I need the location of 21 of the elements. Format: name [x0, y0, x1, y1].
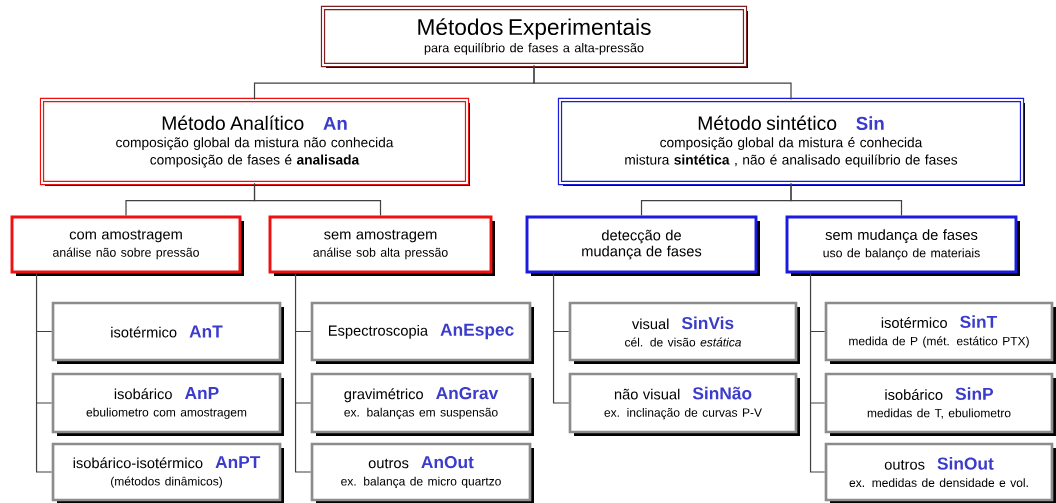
technique-box: isotérmico SinT medida de P (mét. estático PTX): [824, 301, 1056, 364]
title-box: Métodos Experimentais para equilíbrio de fases a alta-pressão: [320, 5, 748, 68]
method-box: Método sintético Sin composição global da mistura é conhecida mistura sintética , não é analisado equilíbrio de fases: [557, 97, 1025, 186]
technique-box: não visual SinNão ex. inclinação de curvas P-V: [568, 372, 800, 436]
method-box: Método Analítico An composição global da mistura não conhecida composição de fases é analisada: [39, 97, 470, 186]
connector-line: [790, 183, 903, 217]
technique-box: outros AnOut ex. balança de micro quartzo: [310, 442, 534, 503]
technique-box: isobárico SinP medidas de T, ebuliometro: [824, 372, 1056, 436]
technique-box: visual SinVis cél. de visão estática: [568, 301, 800, 364]
technique-box: isobárico-isotérmico AnPT (métodos dinâmicos): [51, 442, 284, 503]
category-box: sem amostragem análise sob alta pressão: [268, 215, 495, 276]
connector-line: [253, 183, 382, 217]
technique-box: outros SinOut ex. medidas de densidade e vol.: [824, 442, 1056, 503]
category-box: com amostragem análise não sobre pressão: [10, 215, 244, 276]
technique-box: isotérmico AnT: [51, 301, 284, 364]
category-box: detecção de mudança de fases: [525, 215, 760, 276]
technique-box: isobárico AnP ebuliometro com amostragem: [51, 372, 284, 436]
technique-box: gravimétrico AnGrav ex. balanças em suspensão: [310, 372, 534, 436]
category-box: sem mudança de fases uso de balanço de materiais: [785, 215, 1020, 276]
technique-box: Espectroscopia AnEspec: [310, 301, 534, 364]
connector-line: [533, 65, 792, 100]
